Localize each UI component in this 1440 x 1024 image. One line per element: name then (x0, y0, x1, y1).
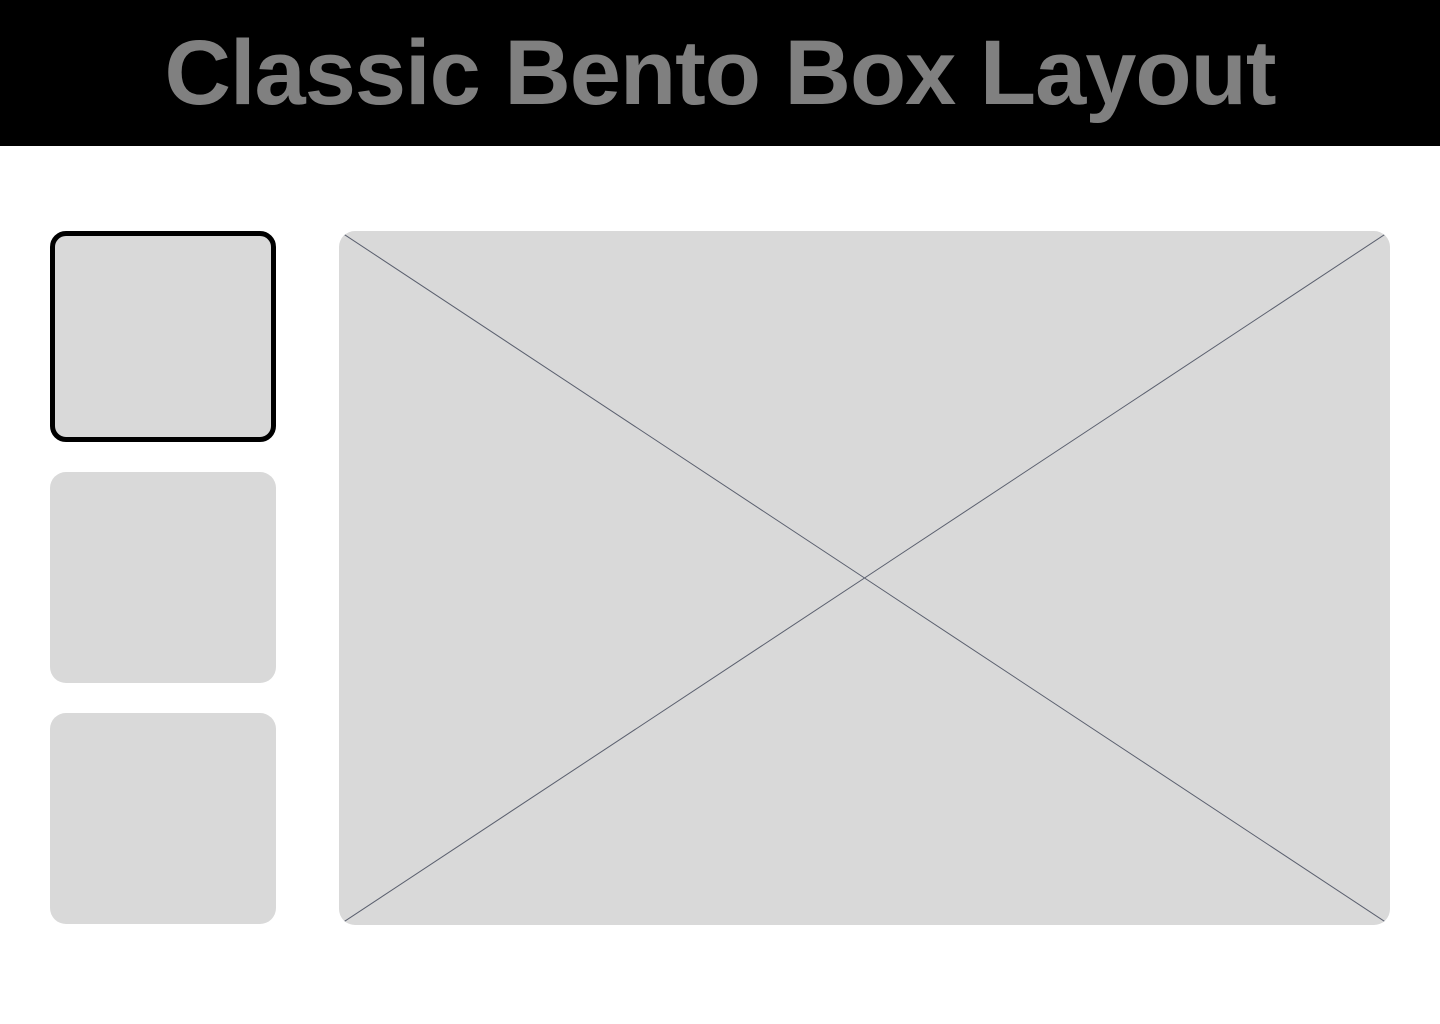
page-title: Classic Bento Box Layout (164, 22, 1277, 124)
main-image-panel[interactable] (339, 231, 1390, 925)
thumbnail-tile-3[interactable] (50, 713, 276, 924)
thumbnail-tile-2[interactable] (50, 472, 276, 683)
image-placeholder-icon (339, 231, 1390, 925)
thumbnail-tile-1[interactable] (50, 231, 276, 442)
placeholder-diagonal-2 (339, 231, 1390, 925)
page-header: Classic Bento Box Layout (0, 0, 1440, 146)
